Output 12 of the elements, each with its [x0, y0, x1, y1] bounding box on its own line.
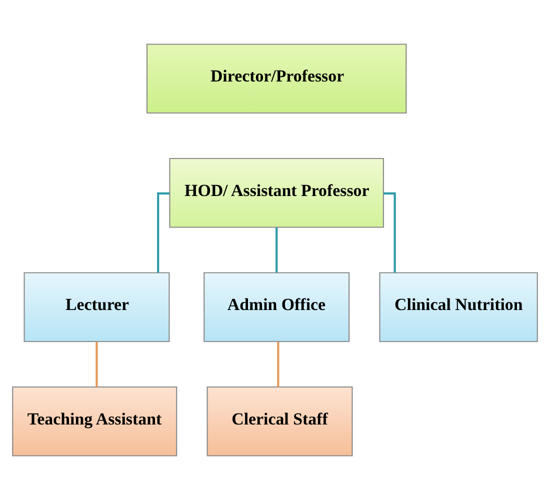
connector	[277, 342, 280, 387]
node-box: Lecturer	[24, 272, 170, 342]
node-box: Director/Professor	[146, 44, 407, 114]
node-box: Clinical Nutrition	[379, 272, 538, 342]
connector	[276, 227, 278, 273]
connector	[96, 342, 98, 387]
node-box: Admin Office	[204, 272, 350, 342]
node-box: HOD/ Assistant Professor	[169, 158, 384, 228]
connector	[157, 192, 170, 273]
node-box: Clerical Staff	[206, 386, 353, 456]
node-box: Teaching Assistant	[12, 386, 178, 456]
connector	[383, 192, 396, 273]
